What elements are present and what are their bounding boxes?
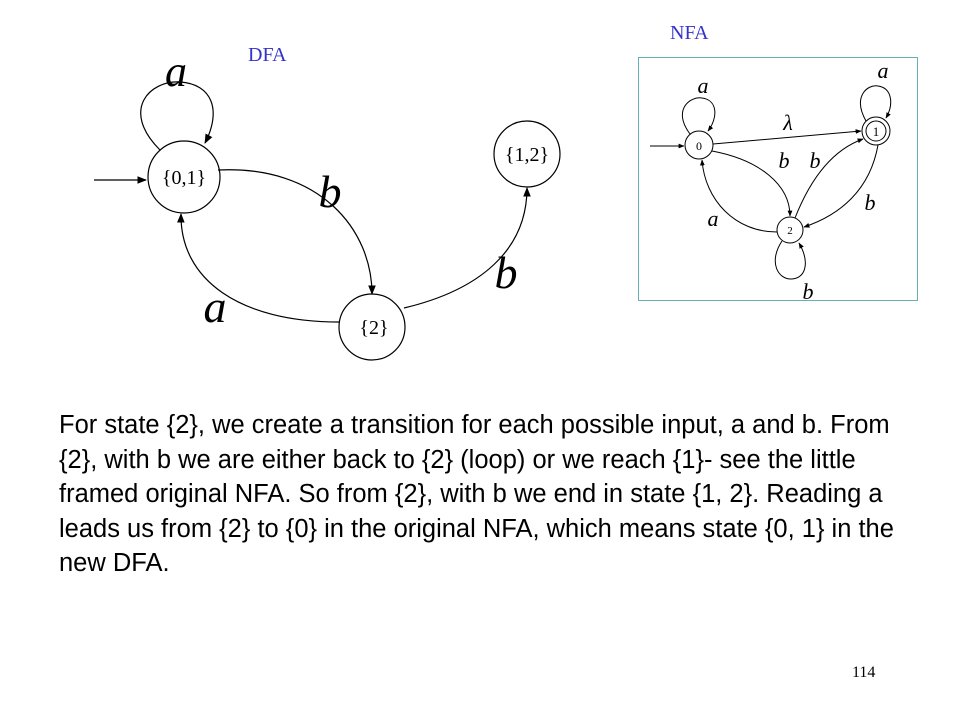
nfa-state-q0 [684, 130, 714, 160]
dfa-edge-s2-s12-label: b [495, 247, 518, 298]
nfa-edge-q2-q1-label: b [810, 148, 821, 173]
dfa-state-s01 [147, 140, 221, 214]
nfa-frame [638, 57, 918, 301]
nfa-edge-q2-q0 [700, 159, 778, 233]
dfa-edge-s01-s2 [217, 169, 376, 295]
dfa-loop-s01 [140, 81, 214, 151]
nfa-title: NFA [670, 22, 709, 44]
nfa-edge-q0-q1 [712, 129, 862, 145]
dfa-edge-s2-s01-label: a [204, 281, 227, 332]
nfa-loop-q0-label: a [698, 73, 709, 98]
nfa-state-q2-label: 2 [787, 225, 793, 237]
nfa-loop-q1-label: a [878, 58, 889, 83]
nfa-state-q0-label: 0 [696, 139, 702, 153]
dfa-title: DFA [248, 44, 287, 66]
nfa-edge-q1-q2 [803, 144, 879, 228]
dfa-edge-s2-s12 [403, 187, 531, 309]
dfa-state-s01-label: {0,1} [162, 167, 206, 189]
dfa-edge-s01-s2-label: b [319, 166, 342, 217]
dfa-state-s12 [493, 120, 561, 188]
nfa-edge-q0-q2-label: b [779, 148, 790, 173]
dfa-state-s2-label: {2} [359, 317, 388, 339]
nfa-state-q1-inner [865, 120, 887, 142]
nfa-state-q2 [776, 216, 804, 244]
nfa-loop-q0 [681, 97, 716, 135]
nfa-loop-q2 [774, 240, 806, 280]
dfa-graph: {0,1} {1,2} {2} a {2} --> b {0,1} --> a … [94, 47, 561, 361]
explanation-text: For state {2}, we create a transition fo… [59, 411, 894, 577]
page-number: 114 [852, 664, 876, 681]
dfa-edge-s2-s01 [177, 213, 340, 323]
nfa-loop-q1 [860, 85, 892, 122]
dfa-state-s12-label: {1,2} [505, 144, 549, 166]
nfa-loop-q2-label: b [803, 279, 814, 304]
nfa-edge-q1-q2-label: b [865, 190, 876, 215]
nfa-edge-q2-q1 [794, 138, 864, 219]
nfa-edge-q0-q2 [711, 150, 793, 217]
nfa-state-q1-label: 1 [873, 124, 880, 139]
nfa-edge-q2-q0-label: a [708, 206, 719, 231]
dfa-loop-s01-label: a [165, 47, 187, 96]
nfa-edge-q0-q1-label: λ [782, 110, 793, 135]
nfa-graph: 0 1 2 a a 1 --> λ 2 --> b 1 --> b 2 --> … [650, 58, 892, 304]
